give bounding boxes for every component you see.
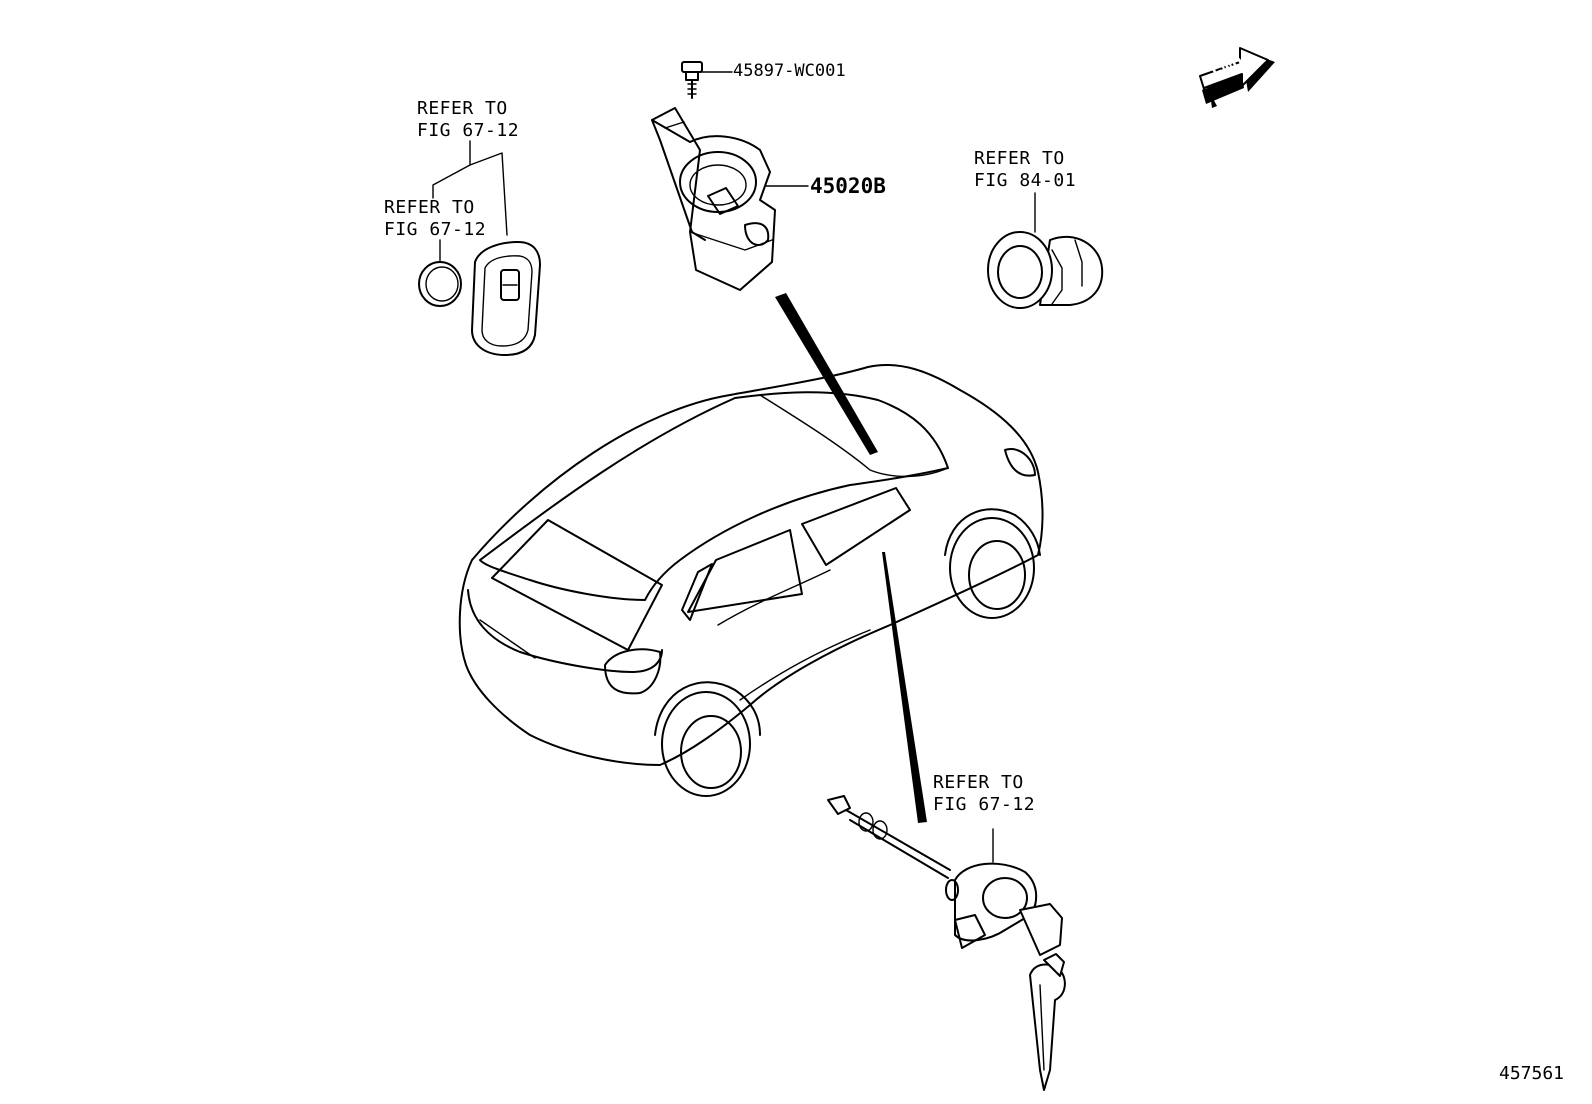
- ref-line-2: FIG 67-12: [417, 120, 520, 141]
- ref-line-1: REFER TO: [933, 772, 1024, 793]
- ref-line-1: REFER TO: [974, 148, 1065, 169]
- immobilizer-part: [651, 107, 776, 291]
- ref-line-2: FIG 67-12: [384, 219, 487, 240]
- bolt-part: [681, 61, 703, 99]
- ref-line-2: FIG 67-12: [933, 794, 1036, 815]
- door-lock-part: [827, 795, 1066, 1091]
- door-lock-location-wedge: [882, 552, 927, 823]
- immobilizer-location-wedge: [775, 293, 878, 455]
- ref-line-1: REFER TO: [417, 98, 508, 119]
- ref-push-switch: REFER TO FIG 84-01: [974, 148, 1076, 192]
- push-switch-part: [987, 231, 1104, 309]
- ref-door-lock: REFER TO FIG 67-12: [933, 772, 1035, 816]
- figure-number: 457561: [1499, 1063, 1565, 1084]
- ref-key-remote-outer: REFER TO FIG 67-12: [417, 98, 519, 142]
- smart-key-part: [471, 241, 541, 356]
- vehicle-outline: [458, 363, 1044, 797]
- part-number-immobilizer: 45020B: [810, 174, 886, 198]
- ref-line-2: FIG 84-01: [974, 170, 1077, 191]
- ref-key-remote-inner: REFER TO FIG 67-12: [384, 197, 486, 241]
- part-number-bolt: 45897-WC001: [733, 61, 846, 81]
- ref-line-1: REFER TO: [384, 197, 475, 218]
- leader-lines: [432, 71, 1036, 863]
- fwd-arrow-icon: [1199, 47, 1275, 108]
- key-battery-part: [418, 261, 462, 307]
